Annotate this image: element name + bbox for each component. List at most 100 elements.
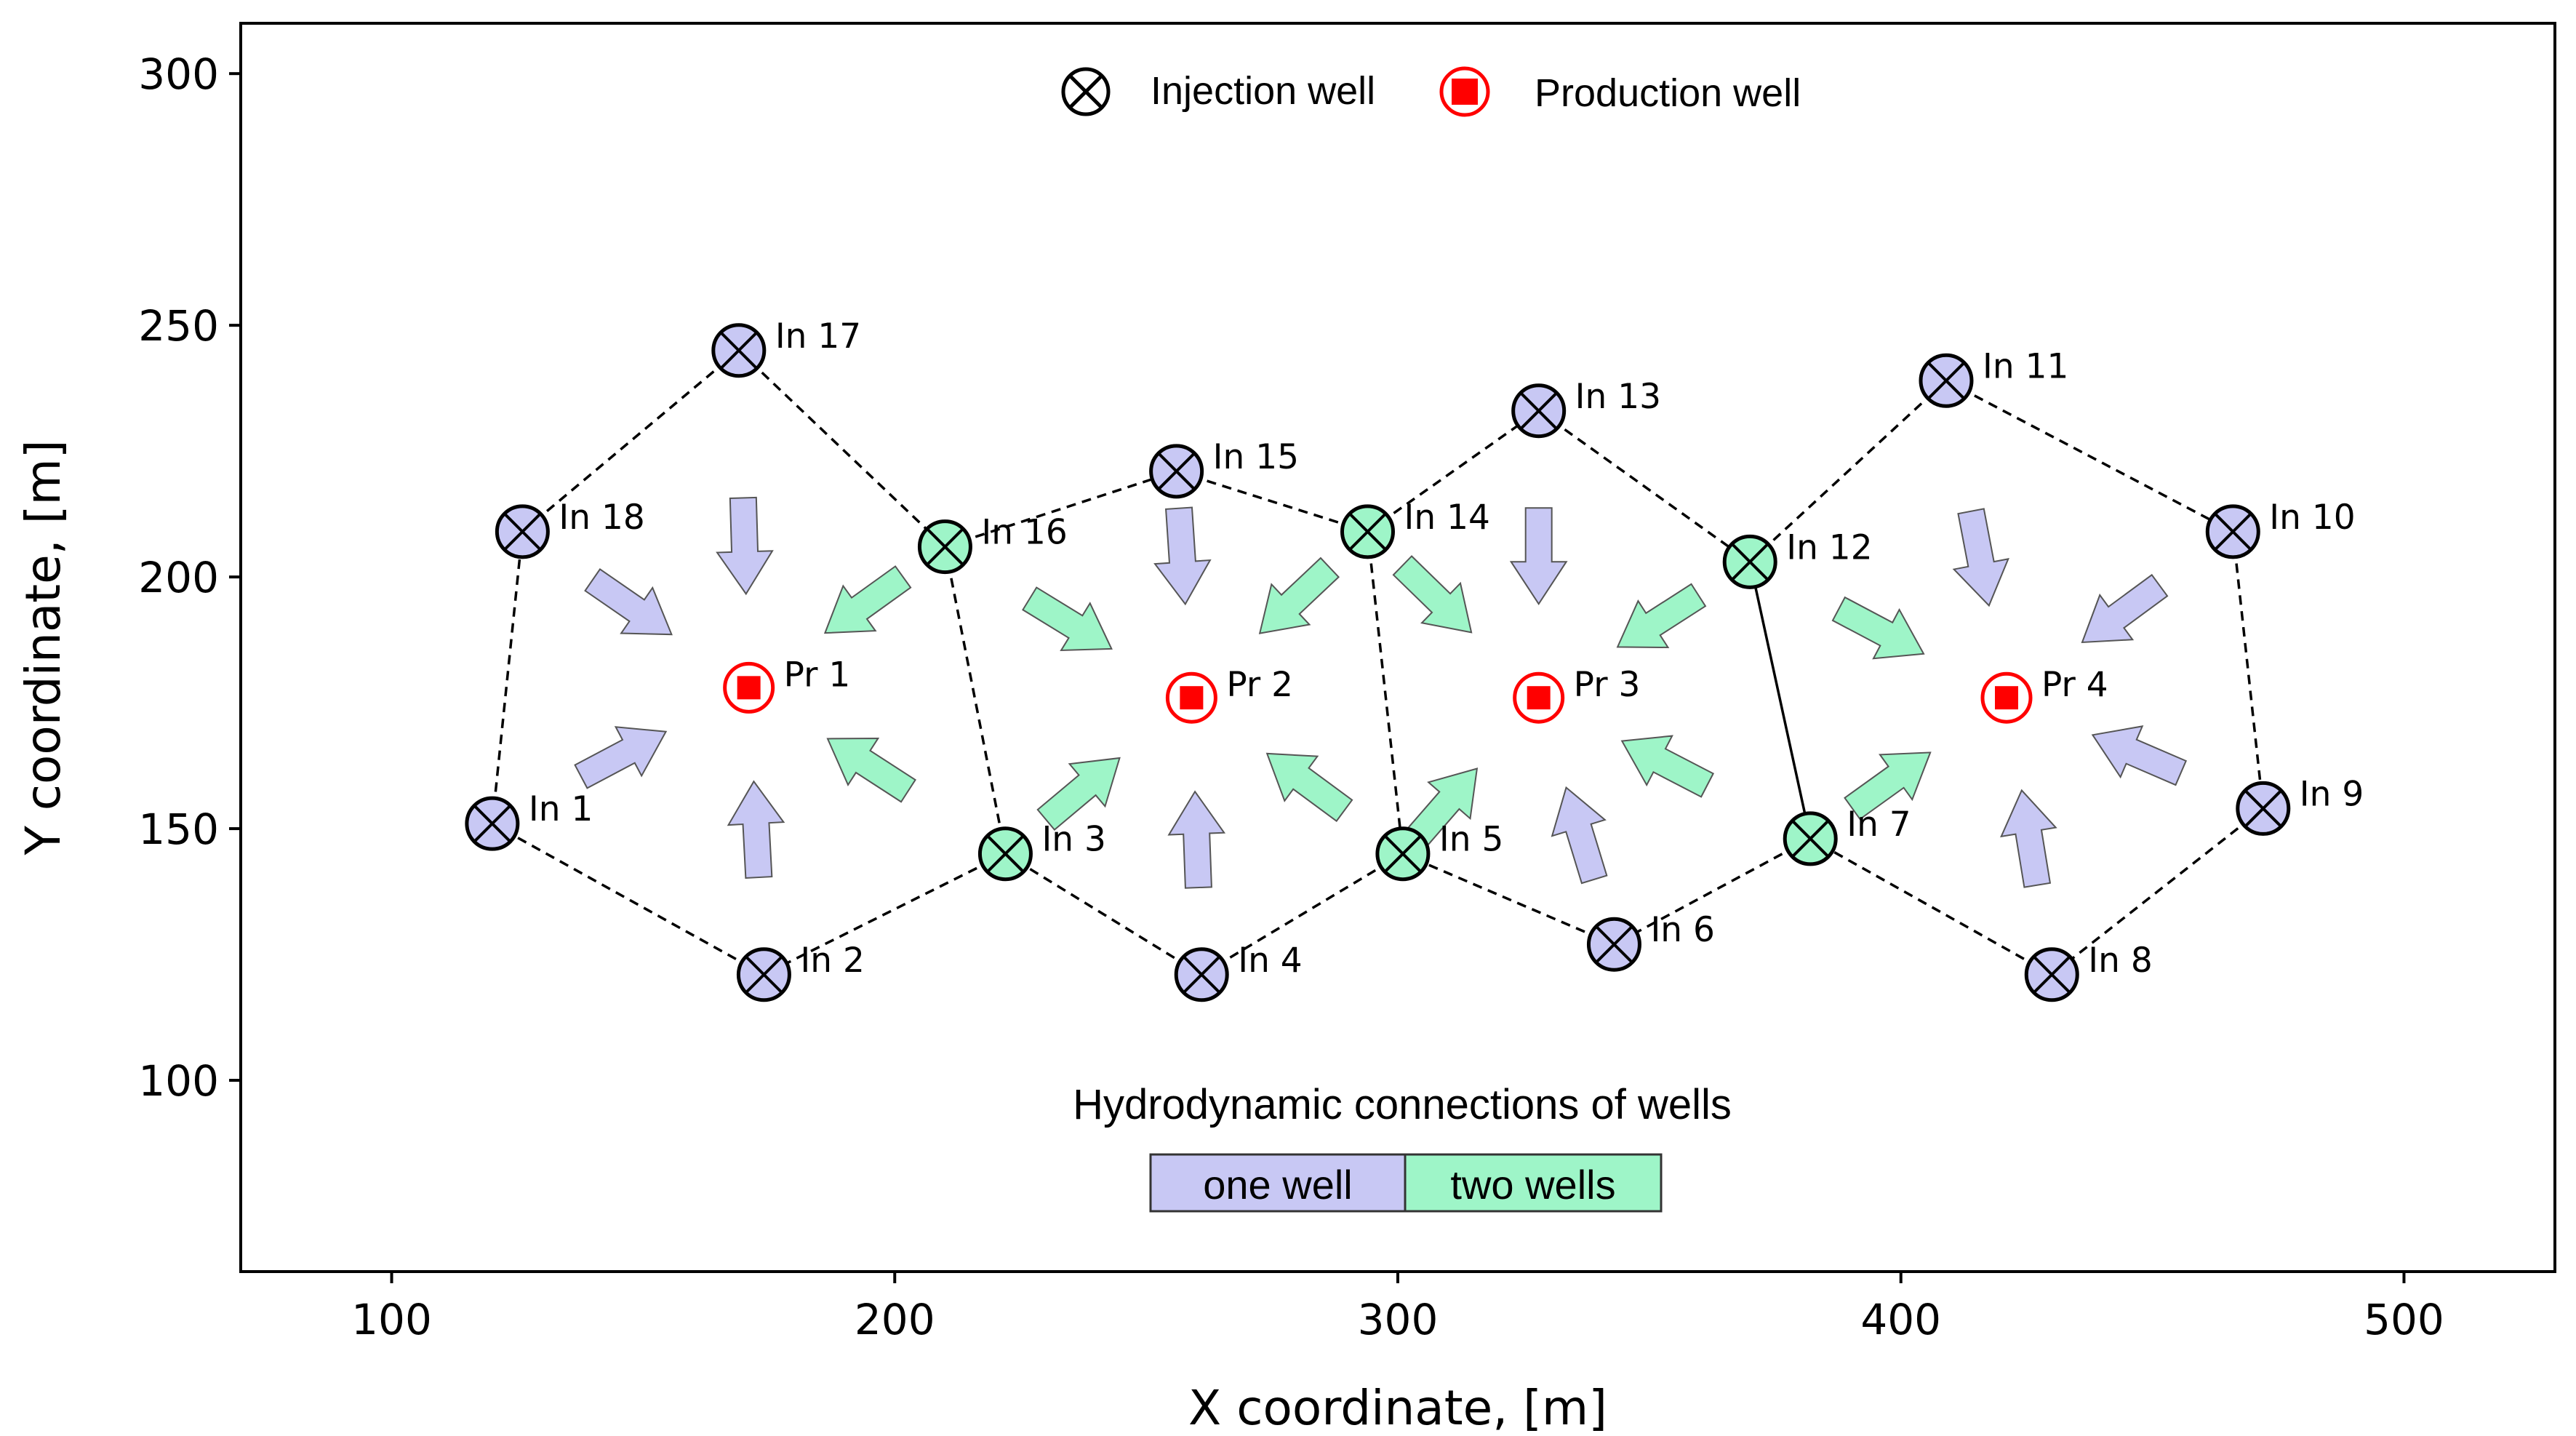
well-label-in-10: In 10 [2269, 498, 2355, 538]
injection-well-in-6 [1586, 917, 1641, 972]
injection-well-in-4 [1174, 947, 1229, 1002]
flow-arrow-in-17-to-pr-1 [716, 496, 774, 596]
injection-well-in-10 [2205, 504, 2260, 559]
well-label-in-17: In 17 [775, 316, 861, 356]
well-label-in-14: In 14 [1404, 498, 1489, 538]
link-in-3-in-2 [763, 853, 1007, 976]
link-in-2-in-1 [492, 822, 765, 976]
injection-well-in-9 [2236, 781, 2291, 836]
injection-well-in-2 [736, 947, 791, 1002]
link-in-6-in-5 [1402, 853, 1615, 946]
well-label-in-15: In 15 [1213, 437, 1299, 477]
well-label-in-18: In 18 [559, 498, 644, 538]
one-well-label: one well [1203, 1162, 1352, 1208]
y-tick-label-250: 250 [138, 301, 219, 351]
production-well-pr-2 [1165, 671, 1217, 724]
well-label-in-11: In 11 [1983, 346, 2068, 386]
flow-arrow-in-5-to-pr-3 [1403, 767, 1479, 851]
legend-production-label: Production well [1535, 71, 1801, 115]
production-well-pr-1 [723, 661, 775, 714]
flow-arrow-in-2-to-pr-1 [727, 780, 785, 879]
link-in-9-in-8 [2051, 807, 2264, 976]
x-tick-label-400: 400 [1860, 1295, 1941, 1344]
well-label-pr-1: Pr 1 [784, 655, 851, 695]
flow-arrow-in-7-to-pr-4 [1844, 751, 1932, 821]
link-in-7-in-6 [1613, 837, 1812, 946]
link-in-12-in-7 [1748, 561, 1812, 839]
x-tick-label-300: 300 [1358, 1295, 1439, 1344]
pattern-links [491, 349, 2265, 976]
legend-production-icon [1439, 66, 1490, 117]
injection-well-in-8 [2024, 947, 2079, 1002]
flow-arrow-in-13-to-pr-3 [1509, 507, 1568, 606]
well-label-in-5: In 5 [1439, 820, 1504, 860]
flow-arrow-in-18-to-pr-1 [584, 568, 673, 636]
well-label-in-3: In 3 [1041, 820, 1106, 860]
flow-arrow-in-3-to-pr-1 [826, 738, 916, 803]
flow-arrow-in-4-to-pr-2 [1167, 790, 1226, 889]
injection-well-in-17 [711, 323, 767, 378]
legend-injection-icon [1061, 67, 1111, 116]
x-tick-label-500: 500 [2364, 1295, 2444, 1344]
flow-arrow-in-14-to-pr-3 [1392, 555, 1473, 634]
legend-injection-label: Injection well [1151, 69, 1375, 113]
well-label-in-16: In 16 [981, 513, 1067, 553]
link-in-4-in-3 [1004, 853, 1203, 976]
flow-arrow-in-1-to-pr-1 [574, 726, 668, 789]
flow-arrow-in-14-to-pr-2 [1258, 557, 1340, 634]
well-label-in-1: In 1 [529, 789, 593, 829]
well-label-pr-3: Pr 3 [1574, 665, 1641, 705]
link-in-15-in-14 [1176, 470, 1369, 533]
link-in-10-in-9 [2231, 531, 2265, 809]
link-in-14-in-13 [1367, 410, 1540, 533]
injection-well-in-11 [1919, 353, 1974, 408]
y-tick-label-200: 200 [138, 553, 219, 602]
well-label-in-4: In 4 [1238, 941, 1303, 981]
flow-arrow-in-12-to-pr-4 [1831, 596, 1925, 660]
production-well-pr-3 [1513, 671, 1565, 724]
link-in-8-in-7 [1809, 837, 2053, 976]
y-axis-title: Y coordinate, [m] [15, 439, 71, 855]
flow-arrow-in-16-to-pr-2 [1022, 586, 1113, 652]
well-label-in-7: In 7 [1847, 805, 1911, 845]
injection-well-in-3 [977, 826, 1033, 882]
injection-well-in-14 [1340, 504, 1395, 559]
flow-arrow-in-12-to-pr-3 [1616, 583, 1707, 649]
two-wells-swatch [1404, 1153, 1663, 1213]
wells: In 1In 2In 3In 4In 5In 6In 7In 8In 9In 1… [465, 316, 2364, 1002]
well-label-in-12: In 12 [1786, 527, 1872, 567]
injection-well-in-5 [1375, 826, 1431, 882]
flow-arrow-in-5-to-pr-2 [1265, 752, 1353, 823]
flow-arrow-in-7-to-pr-3 [1620, 735, 1715, 798]
x-axis-title: X coordinate, [m] [1188, 1380, 1607, 1436]
injection-well-in-12 [1722, 534, 1777, 589]
link-in-13-in-12 [1537, 410, 1751, 563]
link-in-1-in-18 [491, 531, 524, 824]
hydrodynamic-legend: Hydrodynamic connections of wells one we… [1073, 1081, 1732, 1213]
well-label-pr-4: Pr 4 [2041, 665, 2108, 705]
link-in-12-in-11 [1749, 379, 1948, 563]
y-tick-label-100: 100 [138, 1056, 219, 1106]
link-in-5-in-4 [1201, 853, 1404, 976]
x-tick-label-200: 200 [855, 1295, 935, 1344]
link-in-11-in-10 [1945, 379, 2234, 533]
well-type-legend: Injection well Production well [1061, 66, 1801, 117]
flow-arrow-in-10-to-pr-4 [2081, 573, 2169, 644]
one-well-swatch [1149, 1153, 1407, 1213]
link-in-16-in-15 [944, 470, 1177, 549]
flow-arrow-in-9-to-pr-4 [2091, 725, 2188, 786]
flow-arrow-in-16-to-pr-1 [823, 565, 912, 634]
well-label-in-8: In 8 [2088, 941, 2153, 981]
well-label-in-9: In 9 [2300, 774, 2364, 814]
flow-arrow-in-6-to-pr-3 [1551, 786, 1608, 885]
flow-arrows [574, 496, 2188, 889]
injection-well-in-15 [1149, 444, 1204, 499]
injection-well-in-18 [495, 504, 550, 559]
flow-arrow-in-3-to-pr-2 [1036, 757, 1121, 831]
well-label-in-6: In 6 [1650, 910, 1715, 950]
y-tick-label-300: 300 [138, 49, 219, 99]
link-in-14-in-5 [1366, 531, 1404, 854]
x-tick-label-100: 100 [351, 1295, 432, 1344]
